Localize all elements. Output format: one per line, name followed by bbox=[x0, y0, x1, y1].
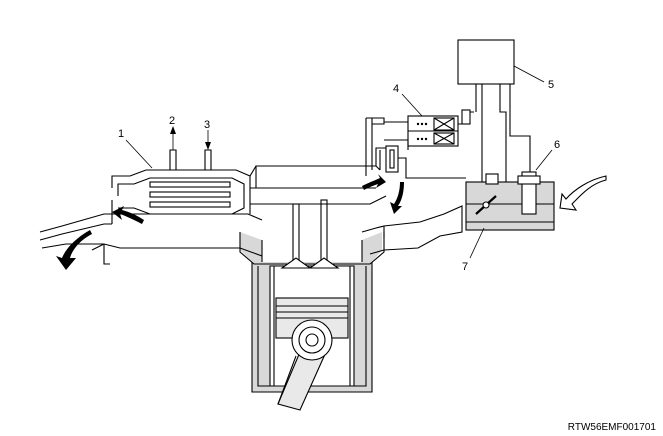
egr-cooler bbox=[111, 149, 251, 215]
leader-lines bbox=[125, 65, 553, 259]
cylinder-head bbox=[239, 232, 385, 265]
callout-5: 5 bbox=[548, 79, 554, 91]
callout-2: 2 bbox=[169, 115, 175, 127]
egr-pipe bbox=[249, 147, 387, 205]
intake-manifold bbox=[361, 205, 463, 255]
exhaust-pipe bbox=[39, 213, 263, 265]
ecm bbox=[457, 39, 531, 182]
egr-valve bbox=[365, 117, 466, 179]
sensor-6 bbox=[517, 171, 541, 215]
figure-code: RTW56EMF001701 bbox=[568, 422, 657, 433]
callout-1: 1 bbox=[118, 128, 124, 140]
throttle-body bbox=[465, 181, 555, 231]
connecting-rod bbox=[277, 319, 333, 411]
callout-3: 3 bbox=[204, 119, 210, 131]
intake-valve bbox=[308, 199, 340, 269]
flow-arrows bbox=[56, 174, 607, 270]
solenoid-valves bbox=[384, 109, 474, 150]
exhaust-valve bbox=[280, 203, 312, 269]
callout-6: 6 bbox=[554, 139, 560, 151]
throttle-connector bbox=[485, 173, 499, 185]
callout-4: 4 bbox=[393, 83, 399, 95]
callout-7: 7 bbox=[462, 261, 468, 273]
